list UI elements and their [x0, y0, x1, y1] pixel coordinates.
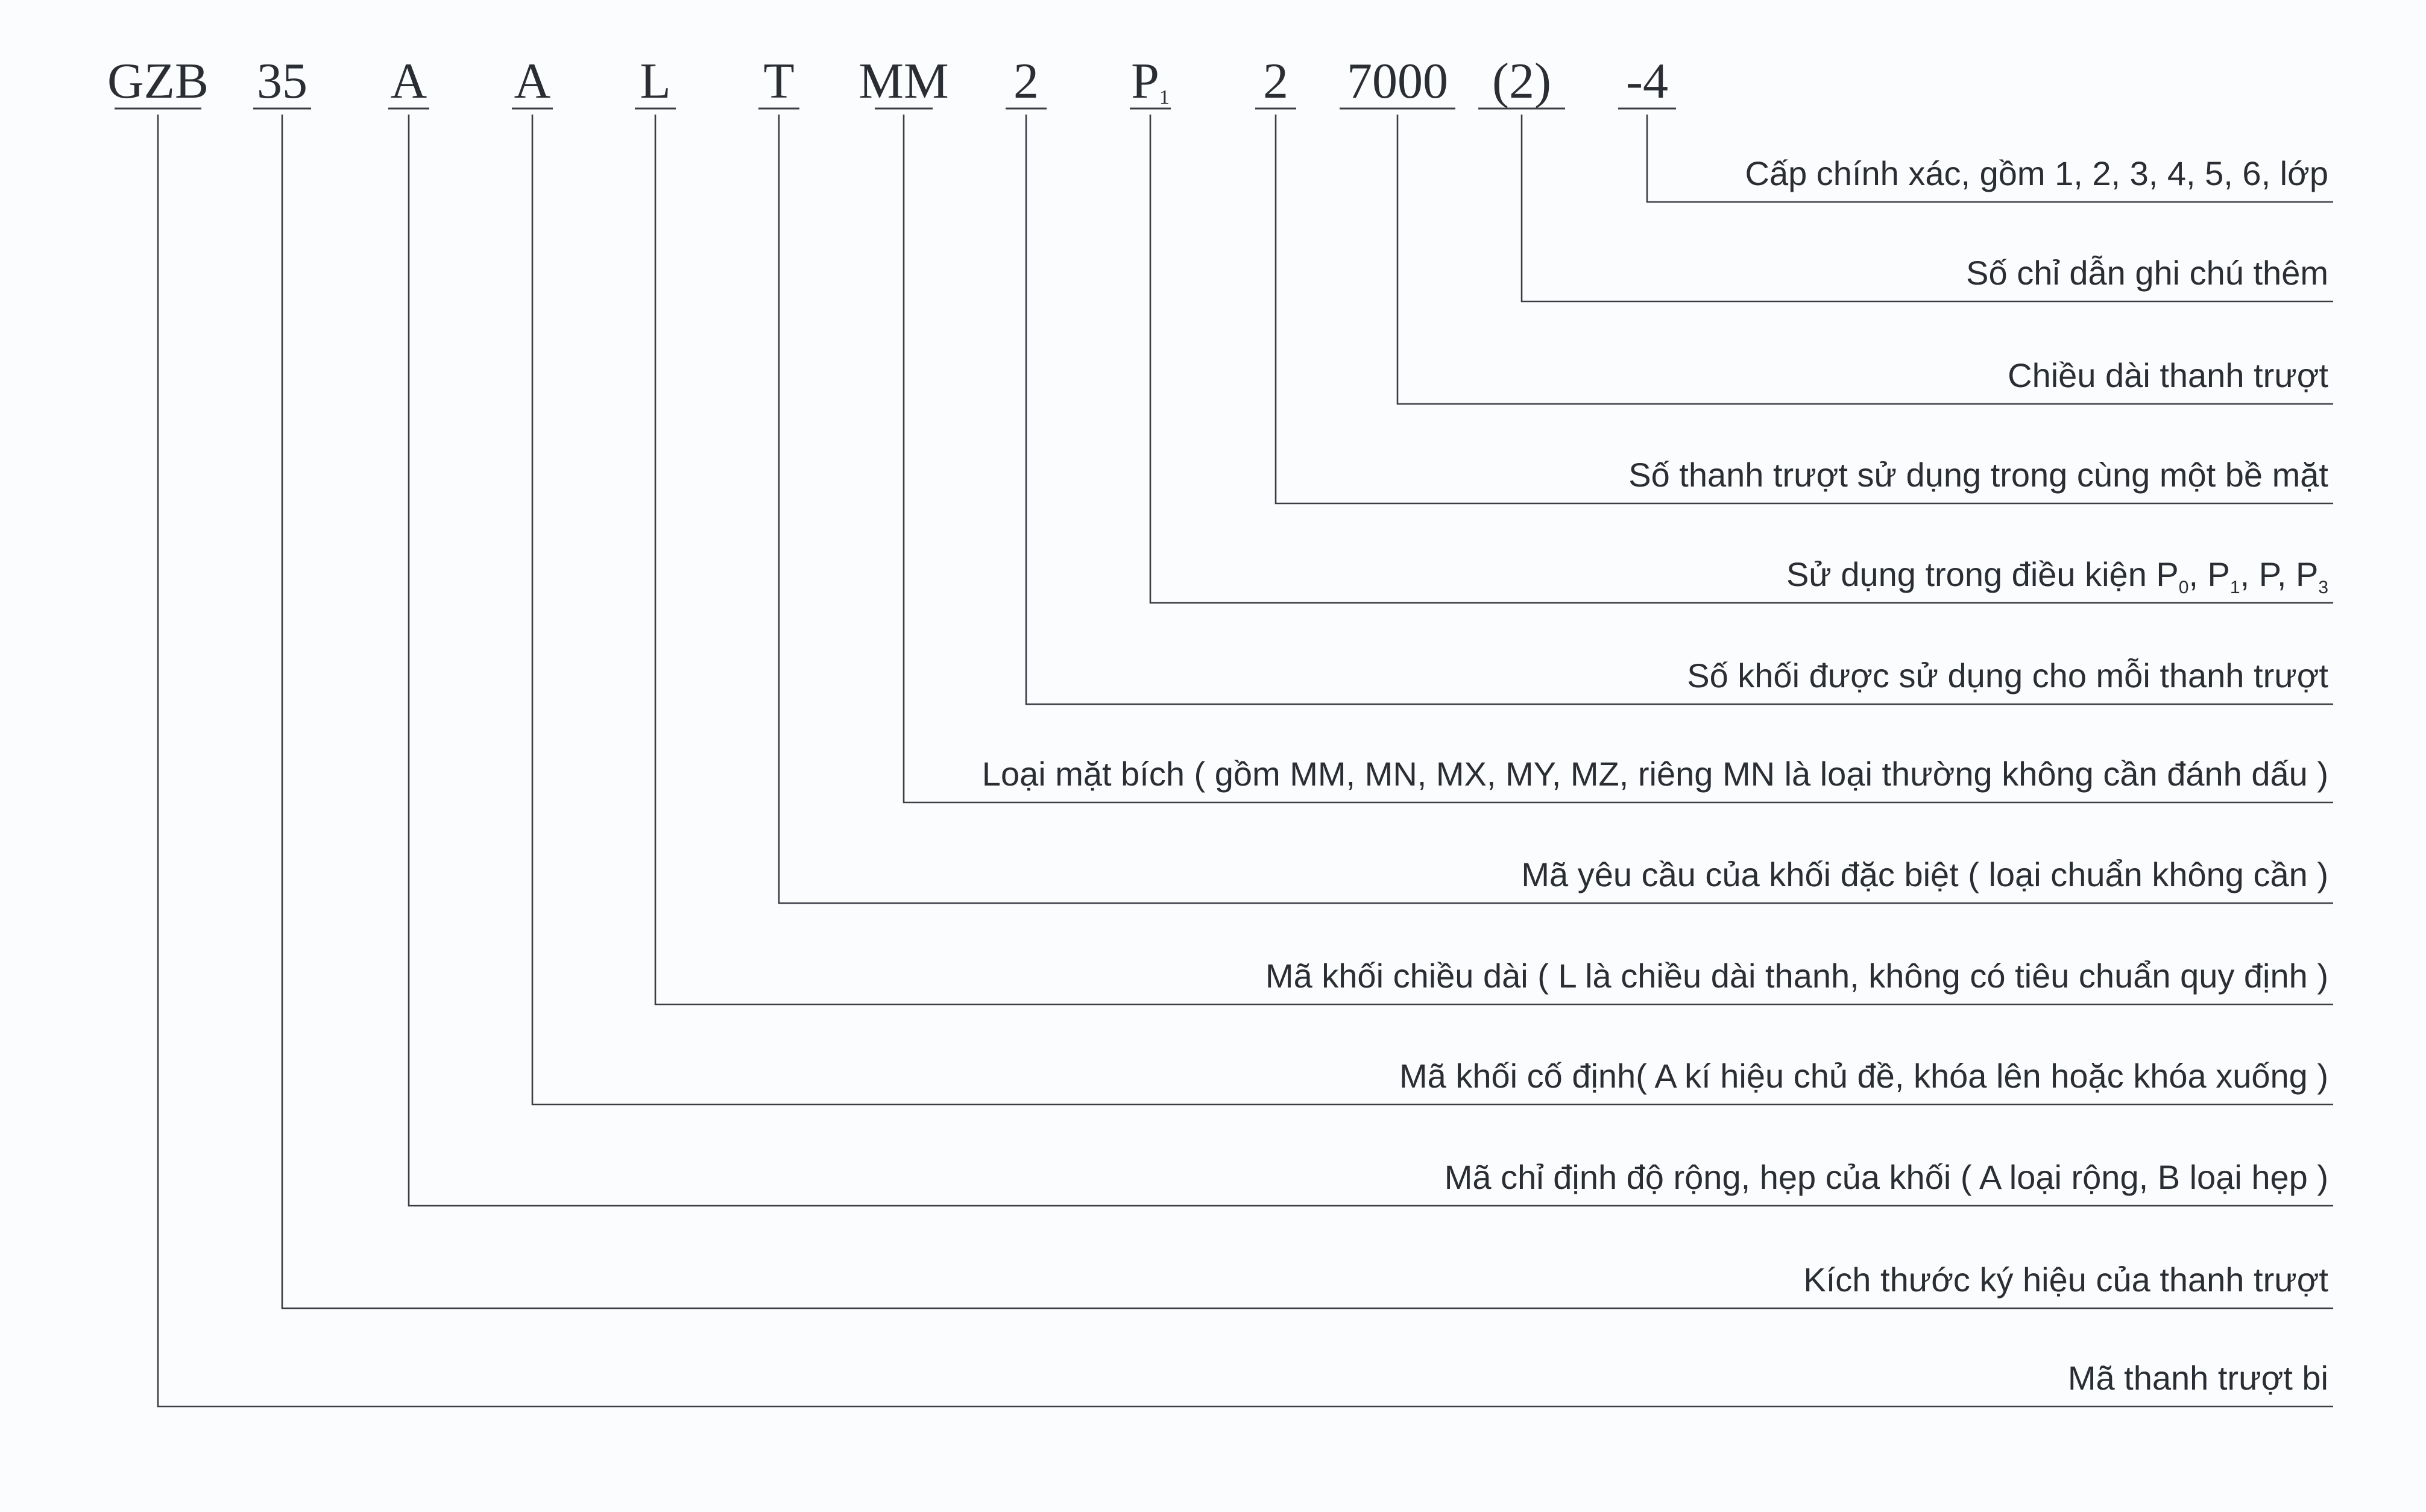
code-segment-6: MM [859, 53, 948, 109]
description-subscript: 0 [2179, 578, 2189, 597]
description-2: Mã chỉ định độ rộng, hẹp của khối ( A lo… [1445, 1158, 2328, 1196]
code-segments: GZB 35 A A L T MM 2 P1 2 7000 (2) -4 [107, 53, 1676, 110]
description-10: Chiều dài thanh trượt [2008, 356, 2328, 394]
leader-line-5 [778, 115, 2333, 904]
leader-line-6 [903, 115, 2333, 804]
descriptions: Mã thanh trượt bi Kích thước ký hiệu của … [982, 154, 2329, 1397]
leader-line-11 [1520, 115, 2333, 303]
description-9: Số thanh trượt sử dụng trong cùng một bề… [1628, 456, 2328, 494]
description-4: Mã khối chiều dài ( L là chiều dài thanh… [1265, 957, 2328, 995]
description-subscript: 1 [2230, 578, 2240, 597]
leader-line-10 [1396, 115, 2333, 405]
description-3: Mã khối cố định( A kí hiệu chủ đề, khóa … [1399, 1057, 2328, 1095]
description-8: Sử dụng trong điều kiện P0, P1, P, P3 [1786, 555, 2328, 597]
leader-line-0 [157, 115, 2333, 1408]
leader-line-9 [1274, 115, 2333, 505]
leader-line-3 [531, 115, 2333, 1106]
code-segment-9: 2 [1263, 53, 1288, 109]
code-segment-5: T [763, 53, 794, 109]
description-part: , P [2188, 555, 2229, 593]
leader-line-8 [1149, 115, 2333, 604]
code-segment-7: 2 [1013, 53, 1039, 109]
description-0: Mã thanh trượt bi [2068, 1359, 2328, 1397]
description-1: Kích thước ký hiệu của thanh trượt [1803, 1261, 2328, 1299]
leader-line-2 [408, 115, 2333, 1207]
code-segment-12: -4 [1626, 53, 1668, 109]
leader-line-12 [1646, 115, 2333, 203]
description-6: Loại mặt bích ( gồm MM, MN, MX, MY, MZ, … [982, 755, 2328, 793]
description-subscript: 3 [2318, 578, 2328, 597]
code-segment-1: 35 [257, 53, 307, 109]
description-7: Số khối được sử dụng cho mỗi thanh trượt [1687, 657, 2328, 695]
description-part: Sử dụng trong điều kiện P [1786, 555, 2179, 593]
description-5: Mã yêu cầu của khối đặc biệt ( loại chuẩ… [1521, 855, 2328, 893]
code-segment-3: A [514, 53, 551, 109]
code-segment-8: P1 [1131, 53, 1170, 109]
leader-line-1 [281, 115, 2333, 1309]
description-12: Cấp chính xác, gồm 1, 2, 3, 4, 5, 6, lớp [1745, 154, 2328, 192]
leader-lines [157, 115, 2333, 1408]
code-segment-10: 7000 [1347, 53, 1448, 109]
code-segment-0: GZB [107, 53, 209, 109]
code-subscript: 1 [1159, 86, 1170, 109]
code-segment-4: L [640, 53, 670, 109]
description-part: , P, P [2240, 555, 2319, 593]
leader-line-4 [654, 115, 2333, 1006]
code-segment-2: A [391, 53, 427, 109]
description-11: Số chỉ dẫn ghi chú thêm [1966, 254, 2328, 292]
code-segment-11: (2) [1492, 53, 1551, 109]
leader-line-7 [1025, 115, 2333, 705]
